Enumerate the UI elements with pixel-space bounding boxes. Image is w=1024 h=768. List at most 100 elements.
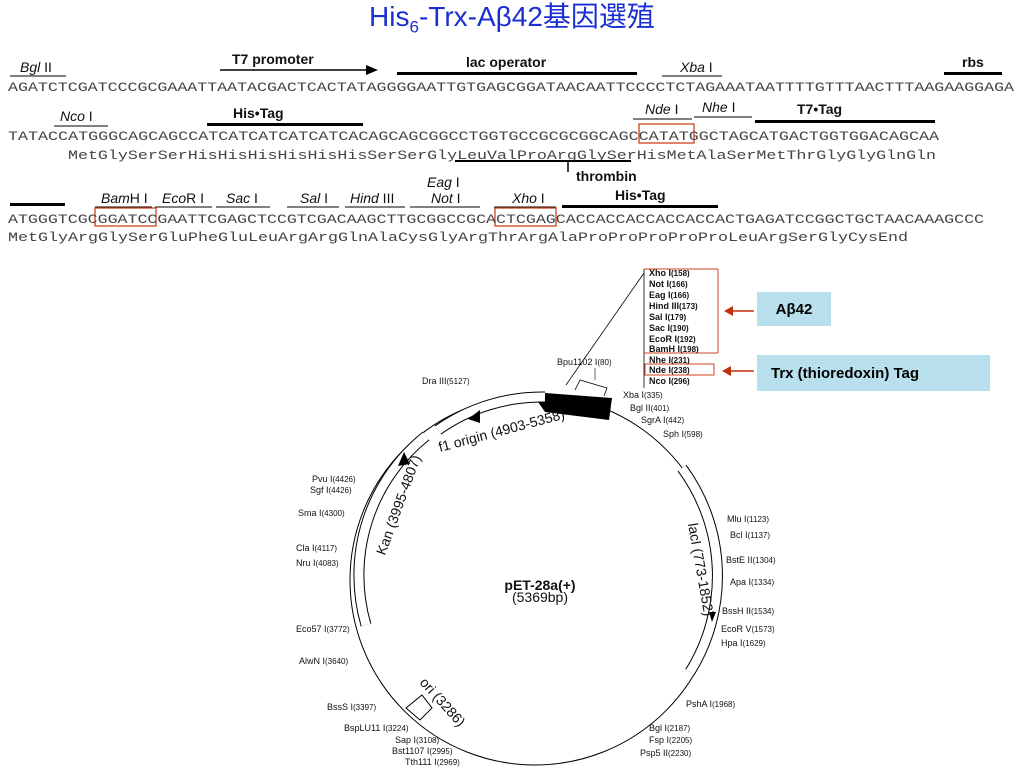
mcs-site-not1: Not I(166) bbox=[649, 279, 688, 289]
site-bgl2: Bgl II(401) bbox=[630, 403, 670, 413]
label-hind3: Hind III bbox=[350, 190, 394, 206]
his-tag-bar-2 bbox=[562, 205, 718, 208]
mcs-site-sac1: Sac I(190) bbox=[649, 323, 689, 333]
label-nde1: Nde I bbox=[645, 101, 678, 117]
thrombin-bar bbox=[455, 160, 631, 162]
mcs-site-ecor1: EcoR I(192) bbox=[649, 334, 696, 344]
ori-marker bbox=[405, 694, 433, 721]
kan-arrowhead bbox=[398, 452, 410, 466]
plasmid-map: f1 origin (4903-5358) Kan (3995-4807) la… bbox=[296, 357, 776, 767]
dna-row-3: ATGGGTCGCGGATCCGAATTCGAGCTCCGTCGACAAGCTT… bbox=[8, 212, 984, 227]
site-bssh2: BssH II(1534) bbox=[722, 606, 774, 616]
site-ecor5: EcoR V(1573) bbox=[721, 624, 775, 634]
site-bsplu11: BspLU11 I(3224) bbox=[344, 723, 409, 733]
kan-arc bbox=[354, 432, 429, 627]
site-dra3: Dra III(5127) bbox=[422, 376, 470, 386]
label-t7-tag: T7•Tag bbox=[797, 101, 842, 117]
label-xho1: Xho I bbox=[511, 190, 545, 206]
site-sph1: Sph I(598) bbox=[663, 429, 703, 439]
site-hpa1: Hpa I(1629) bbox=[721, 638, 766, 648]
label-t7-promoter: T7 promoter bbox=[232, 51, 314, 67]
trx-arrowhead bbox=[722, 366, 731, 376]
abeta-callout: Aβ42 bbox=[757, 292, 831, 326]
label-thrombin: thrombin bbox=[576, 168, 637, 184]
site-xba1: Xba I(335) bbox=[623, 390, 663, 400]
label-bamh1: BamH I bbox=[101, 190, 148, 206]
his-tag-bar-1 bbox=[207, 123, 363, 126]
nde1-mcs-box bbox=[644, 363, 715, 376]
t7-tag-bar bbox=[755, 120, 935, 123]
site-bst1107: Bst1107 I(2995) bbox=[392, 746, 453, 756]
t7-promoter-arrowhead bbox=[366, 65, 378, 75]
site-fsp1: Fsp I(2205) bbox=[649, 735, 692, 745]
site-bsss1: BssS I(3397) bbox=[327, 702, 376, 712]
label-rbs: rbs bbox=[962, 54, 984, 70]
sequence-row-2: Nco I His•Tag Nde I Nhe I T7•Tag TATACCA… bbox=[8, 99, 939, 184]
site-bste2: BstE II(1304) bbox=[726, 555, 776, 565]
dna-row-1: AGATCTCGATCCCGCGAAATTAATACGACTCACTATAGGG… bbox=[8, 80, 1014, 95]
mcs-site-nhe1: Nhe I(231) bbox=[649, 355, 690, 365]
mcs-site-sal1: Sal I(179) bbox=[649, 312, 687, 322]
mcs-site-hind3: Hind III(173) bbox=[649, 301, 698, 311]
label-xba1: Xba I bbox=[679, 59, 713, 75]
label-sac1: Sac I bbox=[226, 190, 258, 206]
abeta-arrowhead bbox=[724, 306, 733, 316]
label-nhe1: Nhe I bbox=[702, 99, 735, 115]
protein-row-2: MetGlySerSerHisHisHisHisHisHisSerSerGlyL… bbox=[68, 148, 936, 163]
laci-arrowhead bbox=[709, 612, 716, 622]
mcs-site-eag1: Eag I(166) bbox=[649, 290, 690, 300]
site-apa1: Apa I(1334) bbox=[730, 577, 774, 587]
laci-arc bbox=[678, 465, 722, 675]
dna-row-2: TATACCATGGGCAGCAGCCATCATCATCATCATCACAGCA… bbox=[8, 129, 939, 144]
label-not1: Not I bbox=[431, 190, 461, 206]
site-tth111: Tth111 I(2969) bbox=[405, 757, 460, 767]
mcs-site-list: Xho I(158) Not I(166) Eag I(166) Hind II… bbox=[565, 268, 754, 388]
site-sap1: Sap I(3108) bbox=[395, 735, 439, 745]
protein-row-3: MetGlyArgGlySerGluPheGluLeuArgArgGlnAlaC… bbox=[8, 230, 908, 245]
mcs-site-nde1: Nde I(238) bbox=[649, 365, 690, 375]
f1-arrowhead bbox=[468, 410, 480, 423]
label-eag1: Eag I bbox=[427, 174, 460, 190]
label-his-tag-1: His•Tag bbox=[233, 105, 284, 121]
site-mlu1: Mlu I(1123) bbox=[727, 514, 769, 524]
label-ecor1: EcoR I bbox=[162, 190, 204, 206]
t7-tag-bar-cont bbox=[10, 203, 65, 206]
mcs-leader-line bbox=[565, 272, 645, 386]
mcs-site-xho1: Xho I(158) bbox=[649, 268, 690, 278]
page-title: His6-Trx-Aβ42基因選殖 bbox=[369, 1, 655, 37]
label-bgl2: Bgl II bbox=[20, 59, 52, 75]
sequence-row-1: Bgl II T7 promoter lac operator Xba I rb… bbox=[8, 51, 1014, 95]
mcs-site-bamh1: BamH I(198) bbox=[649, 344, 699, 354]
site-psha1: PshA I(1968) bbox=[686, 699, 735, 709]
site-alwn1: AlwN I(3640) bbox=[299, 656, 348, 666]
bamh1-highlight-box bbox=[94, 207, 157, 227]
plasmid-size: (5369bp) bbox=[512, 589, 568, 605]
xho1-highlight-box bbox=[494, 207, 557, 227]
site-sgra1: SgrA I(442) bbox=[641, 415, 685, 425]
label-nco1: Nco I bbox=[60, 108, 93, 124]
site-eco57: Eco57 I(3772) bbox=[296, 624, 350, 634]
site-sgf1: Sgf I(4426) bbox=[310, 485, 352, 495]
label-sal1: Sal I bbox=[300, 190, 328, 206]
nde1-highlight-box bbox=[638, 123, 695, 144]
rbs-bar bbox=[944, 72, 1002, 75]
site-bcl1: Bcl I(1137) bbox=[730, 530, 770, 540]
mcs-block bbox=[545, 393, 612, 420]
plasmid-name: pET-28a(+) bbox=[504, 577, 575, 593]
site-sma1: Sma I(4300) bbox=[298, 508, 345, 518]
label-his-tag-2: His•Tag bbox=[615, 187, 666, 203]
site-nru1: Nru I(4083) bbox=[296, 558, 339, 568]
trx-callout: Trx (thioredoxin) Tag bbox=[757, 355, 990, 391]
f1-origin-arc bbox=[435, 392, 546, 434]
label-lac-operator: lac operator bbox=[466, 54, 547, 70]
site-bpu1102: Bpu1102 I(80) bbox=[557, 357, 612, 367]
site-cla1: Cla I(4117) bbox=[296, 543, 337, 553]
sequence-row-3: BamH I EcoR I Sac I Sal I Hind III Eag I… bbox=[8, 174, 984, 245]
site-pvu1: Pvu I(4426) bbox=[312, 474, 356, 484]
site-bgl1: Bgl I(2187) bbox=[649, 723, 690, 733]
site-psp5-2: Psp5 II(2230) bbox=[640, 748, 691, 758]
lac-operator-bar bbox=[397, 72, 637, 75]
bpu-bracket bbox=[574, 379, 608, 397]
mcs-site-nco1: Nco I(296) bbox=[649, 376, 690, 386]
